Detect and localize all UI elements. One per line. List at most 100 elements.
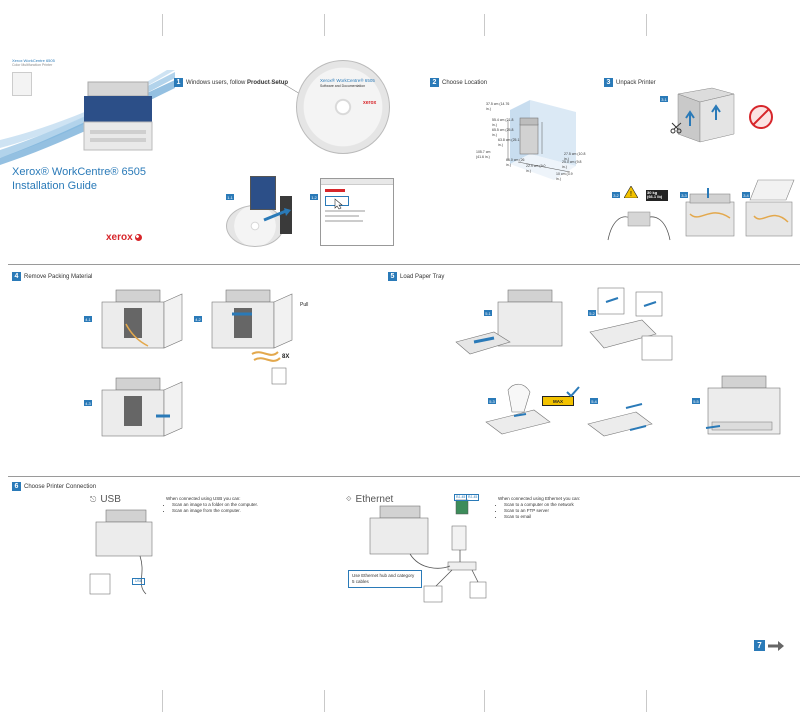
- step-5-badge: 5: [388, 272, 397, 281]
- ethernet-network-illustration: [369, 499, 487, 603]
- fold-mark: [484, 14, 485, 36]
- discarded-tapes-illustration: [251, 351, 287, 385]
- cursor-icon: [334, 198, 343, 210]
- step-2-badge: 2: [430, 78, 439, 87]
- usb-label: USB: [100, 494, 121, 505]
- product-setup-screen: [320, 178, 394, 246]
- ethernet-note: Use Ethernet hub and category 5 cables: [348, 570, 422, 589]
- step-3-title: Unpack Printer: [616, 80, 656, 86]
- dim-label: 10 cm (3.9 in.): [556, 172, 573, 181]
- dim-label: 37.5 cm (14.76 in.): [486, 102, 510, 111]
- printer-box-illustration: [677, 87, 735, 143]
- step-5-5-badge: 5.5: [692, 398, 700, 404]
- step-4-title: Remove Packing Material: [24, 274, 93, 280]
- computer-monitor: [250, 176, 276, 210]
- dim-label: 25.0 cm (9.8 in.): [562, 160, 582, 169]
- no-lift-icon: [749, 105, 773, 129]
- step-6-badge: 6: [12, 482, 21, 491]
- insert-tray-illustration: [705, 375, 781, 435]
- ethernet-header: ⟐ Ethernet: [346, 494, 393, 505]
- step-4-3-badge: 4.3: [84, 400, 92, 406]
- max-fill-text: MAX: [553, 398, 563, 404]
- fold-mark: [162, 690, 163, 712]
- dim-label: 63.8 cm (25.1 in.): [498, 138, 520, 147]
- step-2-title: Choose Location: [442, 80, 488, 86]
- location-room-diagram: [507, 100, 576, 180]
- cd-label-line2: Software and Documentation: [320, 84, 366, 88]
- step-6-title: Choose Printer Connection: [24, 484, 97, 490]
- ethernet-heading: When connected using Ethernet you can:: [498, 496, 581, 501]
- dim-label: 105.7 cm (41.6 in.): [476, 150, 491, 159]
- cd-label-line1: Xerox® WorkCentre® 6505: [320, 78, 375, 83]
- cover-title-line1: Xerox® WorkCentre® 6505: [12, 166, 147, 178]
- cover-thumbnail: [12, 72, 32, 96]
- step-5-2-badge: 5.2: [588, 310, 596, 316]
- usb-cable-tag: USB: [132, 578, 146, 585]
- svg-text:!: !: [630, 191, 632, 198]
- usb-connection-illustration: [89, 509, 153, 595]
- xerox-sphere-icon: [134, 234, 142, 241]
- open-scanner-illustration: [745, 179, 795, 237]
- cover-title-line2: Installation Guide: [12, 180, 97, 192]
- ethernet-capability-item: Scan to an FTP server: [504, 508, 608, 514]
- cover-subtitle-small: Color Multifunction Printer: [12, 63, 53, 67]
- step-4-badge: 4: [12, 272, 21, 281]
- close-guides-illustration: [587, 403, 653, 437]
- dim-label: 22.9 cm (9.0 in.): [526, 164, 546, 173]
- cover-hero-graphic: [0, 70, 175, 165]
- dim-label: 27.5 cm (10.8 in.): [564, 152, 586, 161]
- ethernet-label: Ethernet: [355, 494, 394, 505]
- xerox-logo: xerox: [106, 232, 142, 243]
- fold-mark: [484, 690, 485, 712]
- dim-label: 65.5 cm (25.8 in.): [492, 128, 514, 137]
- max-fill-label: MAX: [542, 396, 574, 406]
- ethernet-icon: ⟐: [346, 495, 352, 503]
- section-divider: [8, 476, 800, 477]
- ethernet-capability-item: Scan to email: [504, 514, 608, 520]
- usb-capability-item: Scan an image from the computer.: [172, 508, 266, 514]
- close-door-illustration: [101, 377, 183, 437]
- printer-open-door-illustration: [101, 289, 183, 349]
- fold-mark: [646, 14, 647, 36]
- software-cd: [296, 60, 390, 154]
- arrow-right-icon: [768, 640, 784, 651]
- xerox-logo-text: xerox: [106, 232, 133, 243]
- usb-capabilities: When connected using USB you can: Scan a…: [166, 496, 266, 514]
- unwrap-printer-illustration: [685, 188, 735, 237]
- insert-arrow-icon: [263, 208, 291, 222]
- fan-paper-illustration: [485, 383, 551, 435]
- step-3-3-badge: 3.3: [680, 192, 688, 198]
- checkmark-icon: [566, 386, 580, 398]
- dim-label: 66.0 cm (26 in.): [506, 158, 525, 167]
- fold-mark: [646, 690, 647, 712]
- step-1-1-badge: 1.1: [226, 194, 234, 200]
- fold-mark: [324, 14, 325, 36]
- adjust-guides-illustration: [589, 287, 673, 361]
- step-3-2-badge: 3.2: [612, 192, 620, 198]
- cover-product-small: Xerox WorkCentre 6505: [12, 58, 55, 63]
- ethernet-capability-item: Scan to a computer on the network: [504, 502, 608, 508]
- step-5-3-badge: 5.3: [488, 398, 496, 404]
- usb-capability-item: Scan an image to a folder on the compute…: [172, 502, 266, 508]
- fold-mark: [162, 14, 163, 36]
- cd-xerox-mark: xerox: [363, 100, 377, 106]
- step-1-badge: 1: [174, 78, 183, 87]
- step-7-badge: 7: [754, 640, 765, 651]
- step-3-4-badge: 3.4: [742, 192, 750, 198]
- step-4-2-badge: 4.2: [194, 316, 202, 322]
- usb-header: ⎋ USB: [90, 494, 121, 505]
- step-5-1-badge: 5.1: [484, 310, 492, 316]
- step-3-1-badge: 3.1: [660, 96, 668, 102]
- remove-tape-illustration: [211, 289, 293, 349]
- step-5-title: Load Paper Tray: [400, 274, 445, 280]
- next-step-indicator: 7: [754, 640, 785, 651]
- usb-icon: ⎋: [90, 494, 97, 504]
- weight-warning-icon: !: [624, 186, 638, 198]
- step-5-4-badge: 5.4: [590, 398, 598, 404]
- step-3-badge: 3: [604, 78, 613, 87]
- ethernet-tag: RJ-45: [466, 494, 480, 501]
- count-label: 8X: [282, 354, 290, 360]
- section-divider: [8, 264, 800, 265]
- cover-printer-illustration: [83, 81, 153, 151]
- two-person-lift-illustration: [607, 211, 671, 241]
